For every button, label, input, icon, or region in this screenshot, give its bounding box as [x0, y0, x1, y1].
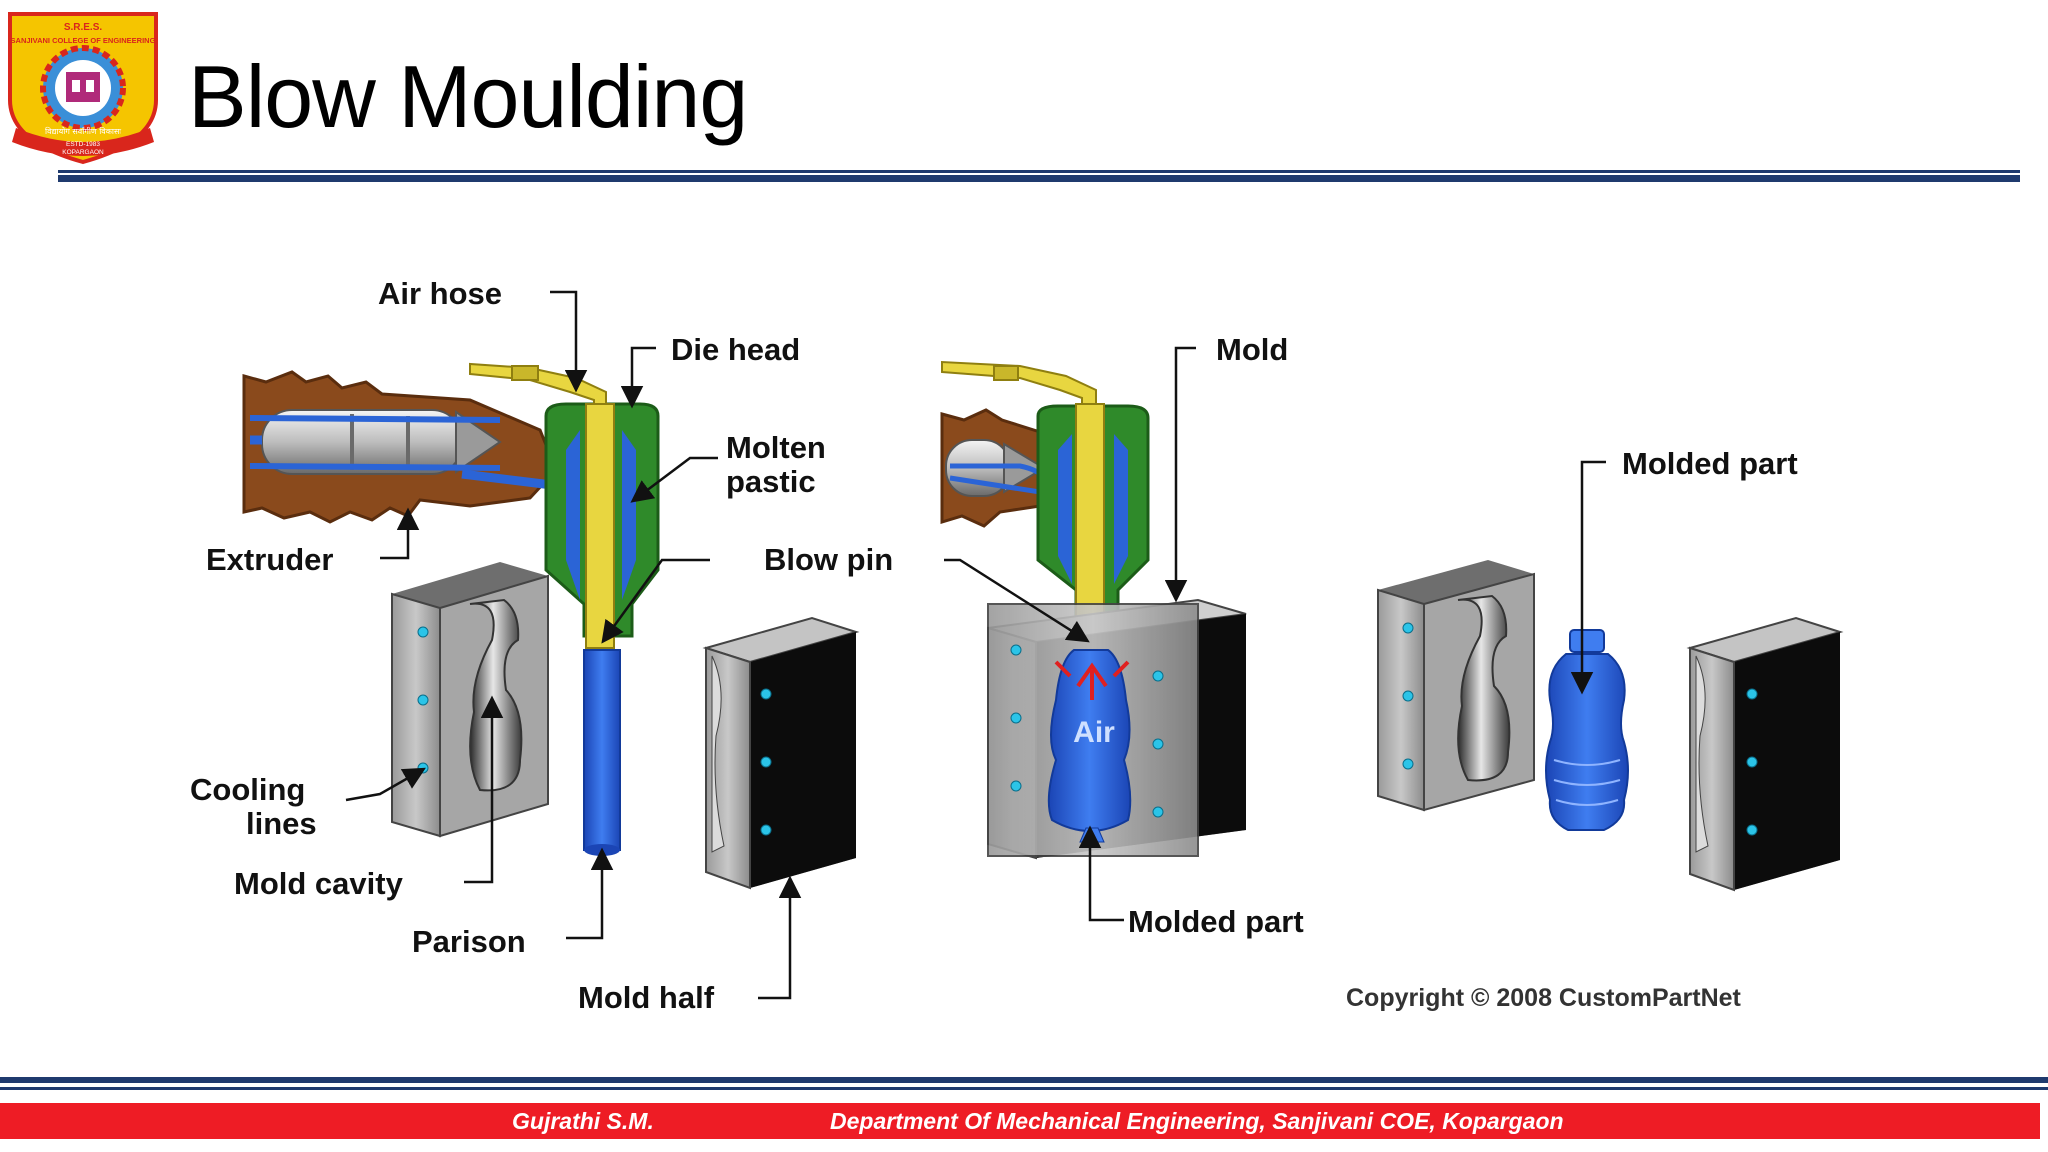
label-parison: Parison	[412, 924, 526, 959]
label-molded-part-right: Molded part	[1622, 446, 1798, 481]
logo-top-text: S.R.E.S.	[64, 22, 103, 33]
label-air: Air	[1073, 716, 1115, 749]
label-molten-1: Molten	[726, 430, 826, 465]
label-molten-2: pastic	[726, 464, 816, 499]
logo-place: KOPARGAON	[62, 149, 104, 156]
label-die-head: Die head	[671, 332, 800, 367]
molded-bottle	[1545, 629, 1629, 831]
footer-department: Department Of Mechanical Engineering, Sa…	[830, 1108, 1564, 1134]
copyright-text: Copyright © 2008 CustomPartNet	[1346, 984, 1742, 1012]
label-blow-pin: Blow pin	[764, 542, 893, 577]
college-logo: S.R.E.S. SANJIVANI COLLEGE OF ENGINEERIN…	[8, 12, 158, 165]
mold-half-right	[702, 616, 860, 890]
blow-pin-left	[469, 362, 615, 655]
closed-mold-center	[987, 598, 1247, 860]
open-mold-left-right-group	[1377, 560, 1535, 812]
extruder-left	[242, 370, 561, 524]
label-cooling-1: Cooling	[190, 772, 305, 807]
header-rule-thick	[58, 175, 2020, 182]
open-mold-right-right-group	[1686, 616, 1844, 892]
label-cooling-2: lines	[246, 806, 317, 841]
label-molded-part-center: Molded part	[1128, 904, 1304, 939]
footer-bar: Gujrathi S.M. Department Of Mechanical E…	[0, 1103, 2040, 1139]
logo-motto: विद्यायोग सर्वांगीण विकासः	[45, 126, 121, 136]
label-extruder: Extruder	[206, 542, 333, 577]
mold-half-left	[391, 562, 549, 838]
label-mold: Mold	[1216, 332, 1288, 367]
footer-rule-thin	[0, 1087, 2048, 1090]
leader-lines	[345, 290, 1606, 1000]
label-mold-half: Mold half	[578, 980, 715, 1015]
slide-title: Blow Moulding	[188, 47, 748, 146]
label-mold-cavity: Mold cavity	[234, 866, 404, 901]
logo-ring-text: SANJIVANI COLLEGE OF ENGINEERING	[11, 36, 156, 45]
footer-author: Gujrathi S.M.	[512, 1108, 654, 1134]
header-rule-thin	[58, 170, 2020, 173]
logo-estd: ESTD-1983	[66, 141, 100, 148]
label-air-hose: Air hose	[378, 276, 502, 311]
footer-rule-thick	[0, 1077, 2048, 1083]
parison	[583, 649, 621, 851]
